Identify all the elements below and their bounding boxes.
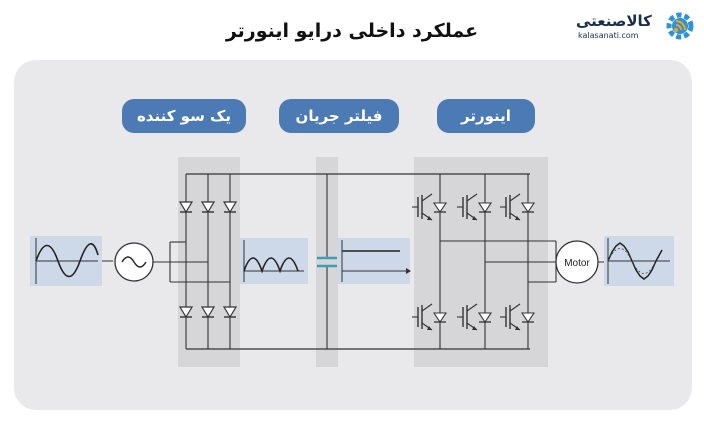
logo-url: kalasanati.com [578, 31, 639, 40]
ac-source-icon [114, 242, 154, 282]
filter-capacitor [317, 174, 337, 349]
page-title: عملکرد داخلی درایو اینورتر [225, 20, 479, 42]
label-rectifier: یک سو کننده [122, 99, 246, 133]
label-inverter: اینورتر [437, 99, 535, 133]
motor-label: Motor [564, 258, 590, 269]
gear-wifi-icon [666, 12, 694, 40]
motor-icon: Motor [555, 240, 599, 284]
label-filter: فیلتر جریان [279, 99, 399, 133]
logo[interactable]: کالاصنعتی kalasanati.com [574, 6, 698, 46]
rectifier-bridge [179, 174, 237, 349]
inverter-bridge [411, 174, 557, 349]
output-ac-waveform [604, 236, 674, 286]
rectified-waveform [240, 238, 308, 284]
logo-name: کالاصنعتی [576, 12, 652, 30]
filter-block [316, 157, 338, 367]
input-ac-waveform [30, 236, 102, 286]
dc-waveform [338, 238, 411, 284]
